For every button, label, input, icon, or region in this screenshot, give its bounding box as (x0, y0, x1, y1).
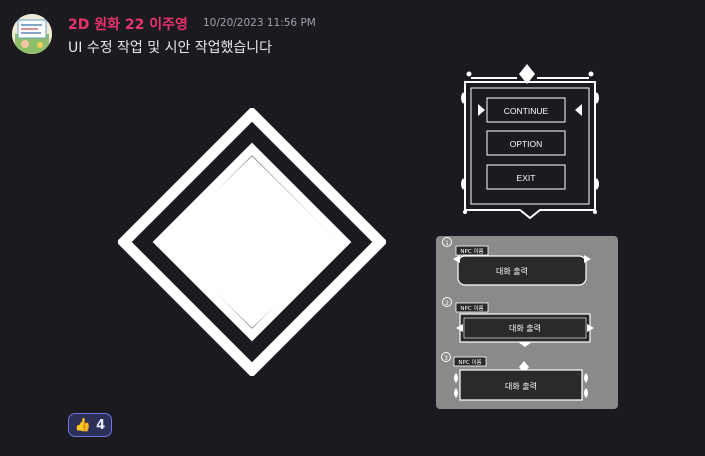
attachment-dialogue-sheet[interactable]: 1 NPC 이름 대화 출력 2 NPC 이름 대화 출력 3 NPC 이름 대… (436, 236, 618, 409)
menu-frame: CONTINUE OPTION EXIT (455, 60, 605, 225)
panel-1-number: 1 (445, 240, 449, 247)
continue-button: CONTINUE (504, 106, 549, 116)
message-timestamp: 10/20/2023 11:56 PM (203, 17, 316, 29)
panel-2-tag: NPC 이름 (460, 304, 483, 312)
panel-3-text: 대화 출력 (505, 381, 537, 391)
thumbs-up-icon: 👍 (74, 417, 92, 433)
diamond-frame-icon (116, 106, 388, 378)
avatar[interactable] (12, 14, 52, 54)
selector-right-arrow (575, 104, 582, 116)
selector-left-arrow (478, 104, 485, 116)
panel-2-text: 대화 출력 (509, 323, 541, 333)
message-text: UI 수정 작업 및 시안 작업했습니다 (68, 40, 273, 56)
reaction-count: 4 (96, 417, 106, 433)
reaction-thumbs-up[interactable]: 👍 4 (68, 413, 112, 437)
panel-3-tag: NPC 이름 (458, 358, 481, 366)
dialogue-sheet-image: 1 NPC 이름 대화 출력 2 NPC 이름 대화 출력 3 NPC 이름 대… (436, 236, 618, 409)
exit-button: EXIT (517, 173, 536, 183)
panel-1-text: 대화 출력 (496, 266, 528, 276)
top-gem-icon (519, 64, 535, 84)
panel-1-tag: NPC 이름 (460, 247, 483, 255)
panel-3-number: 3 (444, 355, 448, 362)
attachment-menu-mockup[interactable]: CONTINUE OPTION EXIT (455, 60, 605, 225)
panel-2-number: 2 (445, 300, 449, 307)
option-button: OPTION (510, 139, 543, 149)
author-name[interactable]: 2D 원화 22 이주영 (68, 17, 188, 33)
avatar-image (12, 14, 52, 54)
attachment-diamond-image[interactable] (116, 106, 388, 378)
